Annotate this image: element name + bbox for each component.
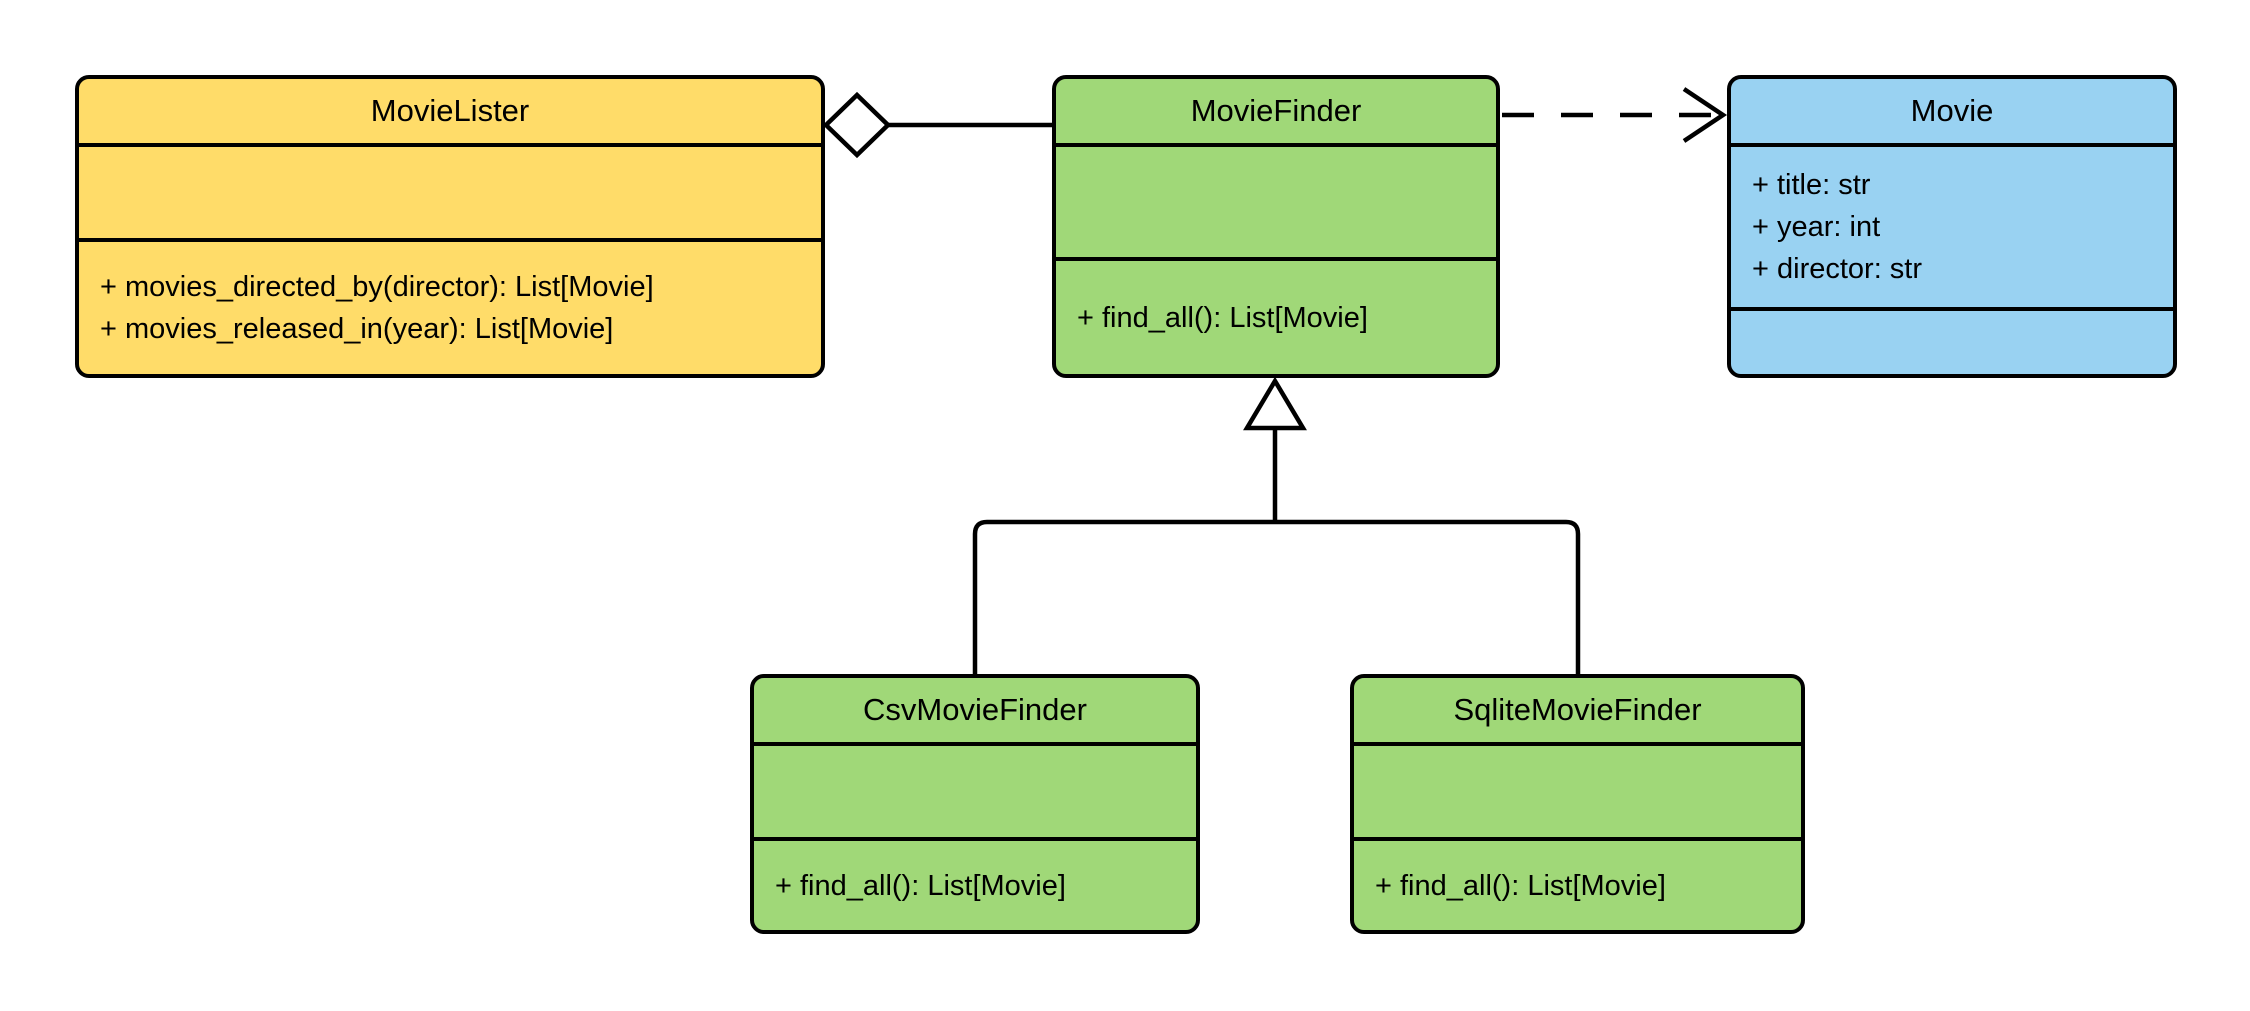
method-row: + movies_directed_by(director): List[Mov… xyxy=(100,271,654,303)
class-name-moviefinder: MovieFinder xyxy=(1190,93,1362,128)
attribute-row: + director: str xyxy=(1752,253,1923,285)
attributes-compartment xyxy=(1056,143,1496,257)
method-row: + movies_released_in(year): List[Movie] xyxy=(100,313,614,345)
class-name-movielister: MovieLister xyxy=(370,93,530,128)
class-name-csvmoviefinder: CsvMovieFinder xyxy=(863,692,1087,727)
attributes-compartment: + title: str + year: int + director: str xyxy=(1731,143,2173,307)
dependency-arrowhead-icon xyxy=(1682,87,1728,143)
aggregation-diamond-icon xyxy=(822,91,892,159)
class-box-movielister: MovieLister + movies_directed_by(directo… xyxy=(75,75,825,378)
dependency-connector xyxy=(1502,87,1728,143)
class-box-csvmoviefinder: CsvMovieFinder + find_all(): List[Movie] xyxy=(750,674,1200,934)
class-name-sqlitemoviefinder: SqliteMovieFinder xyxy=(1453,692,1702,727)
class-box-sqlitemoviefinder: SqliteMovieFinder + find_all(): List[Mov… xyxy=(1350,674,1805,934)
methods-compartment: + find_all(): List[Movie] xyxy=(754,837,1196,930)
class-box-movie: Movie + title: str + year: int + directo… xyxy=(1727,75,2177,378)
generalization-triangle-icon xyxy=(1243,376,1307,431)
class-box-moviefinder: MovieFinder + find_all(): List[Movie] xyxy=(1052,75,1500,378)
methods-compartment xyxy=(1731,307,2173,374)
methods-compartment: + find_all(): List[Movie] xyxy=(1056,257,1496,374)
attributes-compartment xyxy=(1354,742,1801,837)
method-row: + find_all(): List[Movie] xyxy=(1077,301,1368,334)
aggregation-connector xyxy=(822,91,1056,159)
methods-compartment: + movies_directed_by(director): List[Mov… xyxy=(79,238,821,374)
generalization-connector xyxy=(972,376,1581,674)
method-row: + find_all(): List[Movie] xyxy=(775,869,1066,902)
attributes-compartment xyxy=(79,143,821,238)
method-row: + find_all(): List[Movie] xyxy=(1375,869,1666,902)
methods-compartment: + find_all(): List[Movie] xyxy=(1354,837,1801,930)
class-name-movie: Movie xyxy=(1910,93,1994,128)
attribute-row: + title: str xyxy=(1752,169,1871,201)
attributes-compartment xyxy=(754,742,1196,837)
attribute-row: + year: int xyxy=(1752,211,1881,243)
